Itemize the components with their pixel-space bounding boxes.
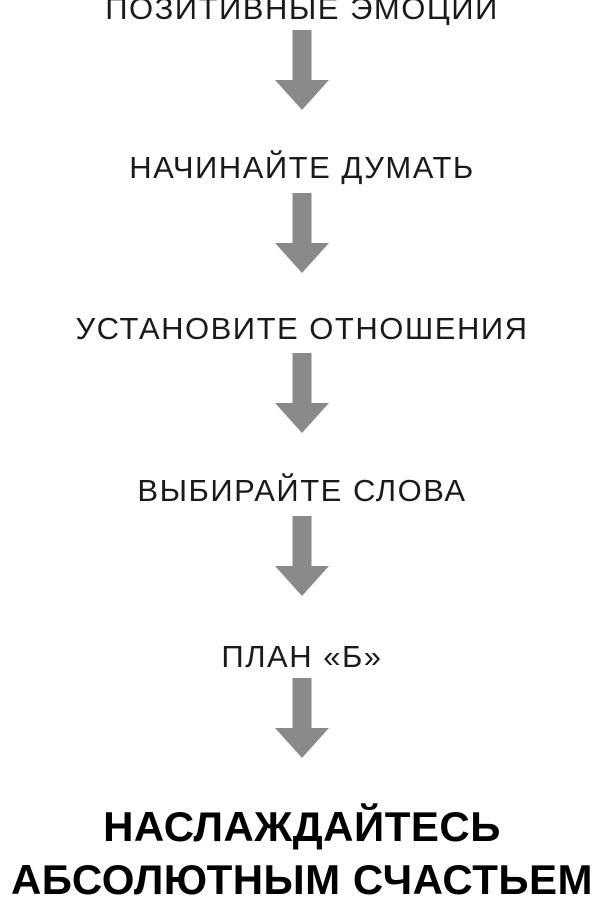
step-label-positive-emotions: ПОЗИТИВНЫЕ ЭМОЦИИ — [105, 0, 499, 26]
step-label-choose-words: ВЫБИРАЙТЕ СЛОВА — [137, 473, 467, 508]
down-arrow-icon — [275, 353, 329, 433]
down-arrow-icon — [275, 678, 329, 758]
final-title-line2: АБСОЛЮТНЫМ СЧАСТЬЕМ — [10, 856, 594, 900]
final-title-line1: НАСЛАЖДАЙТЕСЬ — [103, 803, 501, 850]
down-arrow-shape — [275, 678, 329, 758]
step-label-start-thinking: НАЧИНАЙТЕ ДУМАТЬ — [129, 150, 475, 185]
down-arrow-icon — [275, 30, 329, 110]
down-arrow-shape — [275, 30, 329, 110]
down-arrow-shape — [275, 516, 329, 596]
step-label-establish-relations: УСТАНОВИТЕ ОТНОШЕНИЯ — [75, 311, 529, 346]
final-title: НАСЛАЖДАЙТЕСЬ АБСОЛЮТНЫМ СЧАСТЬЕМ — [0, 800, 604, 900]
down-arrow-shape — [275, 193, 329, 273]
down-arrow-shape — [275, 353, 329, 433]
step-label-plan-b: ПЛАН «Б» — [221, 639, 383, 674]
down-arrow-icon — [275, 516, 329, 596]
down-arrow-icon — [275, 193, 329, 273]
